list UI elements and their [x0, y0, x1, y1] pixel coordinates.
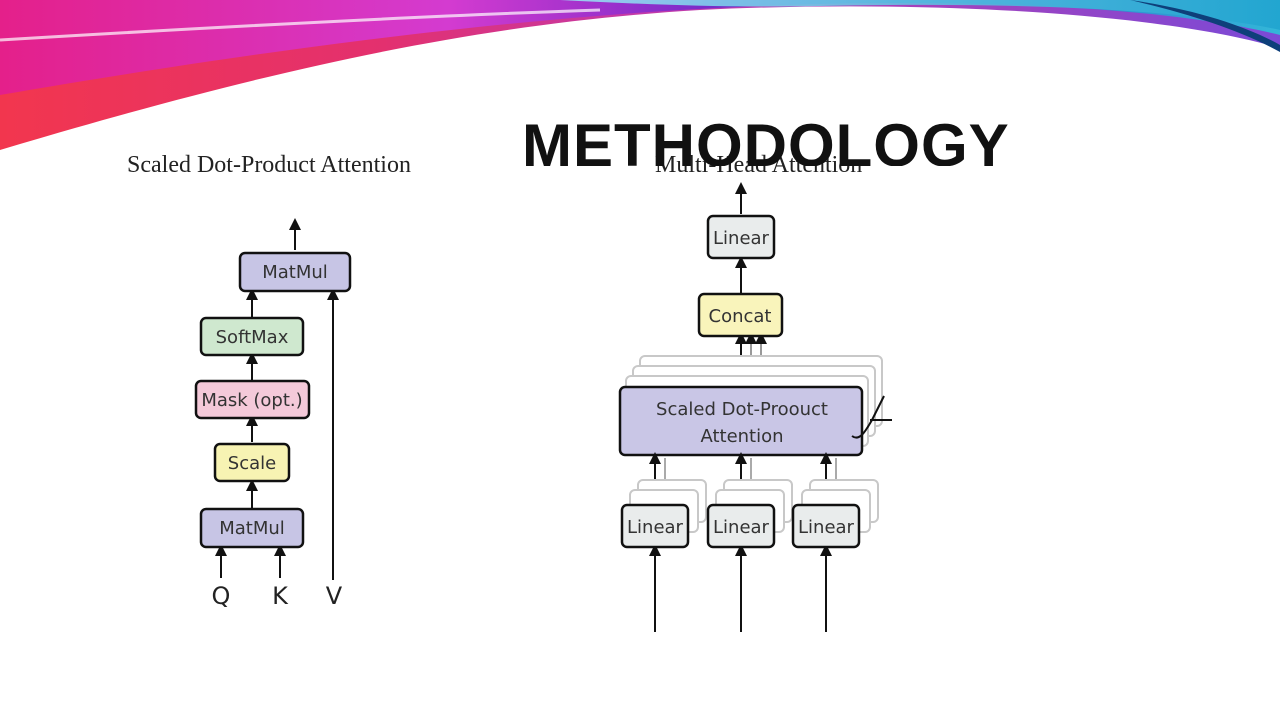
- decorative-header-swoosh: [0, 0, 1280, 150]
- linear-top-label: Linear: [713, 228, 770, 249]
- linear-3-label: Linear: [798, 517, 855, 538]
- scaled-dot-product-attention-diagram: MatMul SoftMax Mask (opt.) Scale MatMul …: [194, 218, 352, 610]
- linear-2-label: Linear: [713, 517, 770, 538]
- right-diagram-caption: Multi-Head Attention: [655, 152, 862, 178]
- linear-block-3: [791, 503, 861, 549]
- mask-block: [194, 379, 311, 420]
- matmul-bottom-label: MatMul: [219, 518, 285, 539]
- concat-label: Concat: [709, 306, 772, 327]
- matmul-top-label: MatMul: [262, 262, 328, 283]
- slide-title: METHODOLOGY: [522, 112, 1010, 166]
- linear-1-label: Linear: [627, 517, 684, 538]
- linear-top-block: [706, 214, 776, 260]
- mask-label: Mask (opt.): [201, 390, 302, 411]
- scale-label: Scale: [228, 453, 276, 474]
- linear-block-2: [706, 503, 776, 549]
- left-diagram-caption: Scaled Dot-Product Attention: [127, 152, 411, 178]
- linear-block-1: [620, 503, 690, 549]
- concat-block: [697, 292, 784, 338]
- attention-label-line2: Attention: [700, 426, 783, 447]
- head-count-h-mark: [851, 395, 892, 439]
- multi-head-attention-diagram: Linear Concat Scaled Dot-Proouct Attenti…: [618, 182, 892, 632]
- matmul-bottom-block: [199, 507, 305, 549]
- softmax-label: SoftMax: [216, 327, 289, 348]
- softmax-block: [199, 316, 305, 357]
- attention-label-line1: Scaled Dot-Proouct: [656, 399, 828, 420]
- input-v: V: [326, 582, 343, 610]
- input-q: Q: [212, 582, 231, 610]
- matmul-top-block: [238, 251, 352, 293]
- scale-block: [213, 442, 291, 483]
- input-k: K: [272, 582, 289, 610]
